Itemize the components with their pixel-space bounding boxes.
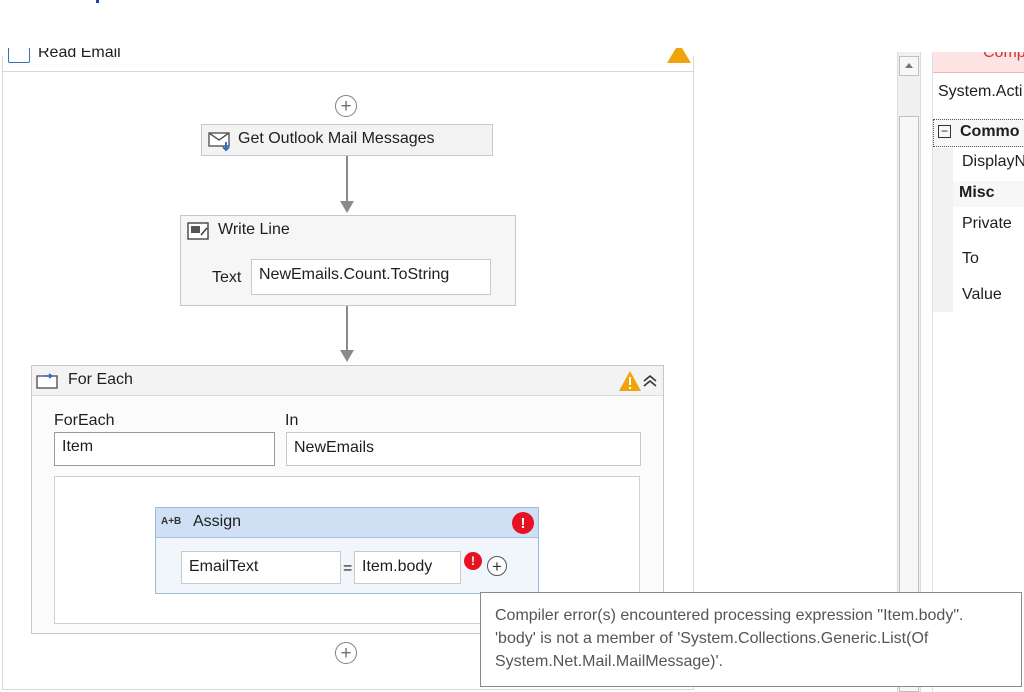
connector-line <box>346 156 348 202</box>
get-outlook-title: Get Outlook Mail Messages <box>238 130 435 147</box>
sequence-header[interactable]: Read Email <box>2 42 694 72</box>
for-each-header <box>32 366 663 396</box>
in-collection-field[interactable]: NewEmails <box>286 432 641 466</box>
canvas-artifact-2 <box>96 0 99 3</box>
collapse-common-icon[interactable]: − <box>938 125 951 138</box>
write-line-text-label: Text <box>212 269 242 286</box>
property-type-name: System.Acti <box>938 83 1023 100</box>
property-private[interactable]: Private <box>962 215 1012 232</box>
write-line-text-field[interactable]: NewEmails.Count.ToString <box>251 259 491 295</box>
expression-editor-button[interactable]: + <box>487 556 507 576</box>
assign-icon: A+B <box>161 516 182 527</box>
property-grid-divider <box>933 148 953 312</box>
write-line-activity[interactable]: Write Line Text NewEmails.Count.ToString <box>180 215 516 306</box>
tooltip-line-3: System.Net.Mail.MailMessage)'. <box>495 653 723 670</box>
chevron-up-icon <box>905 63 913 68</box>
category-common-row[interactable]: − Commo <box>933 119 1024 147</box>
header-mask <box>0 0 694 48</box>
for-each-title: For Each <box>68 371 133 388</box>
assign-activity[interactable]: A+B Assign ! EmailText = Item.body ! + <box>155 507 539 594</box>
assign-title: Assign <box>193 513 242 530</box>
connector-arrow <box>340 201 354 213</box>
properties-header: Comp <box>933 52 1024 73</box>
assign-equals: = <box>343 560 353 577</box>
property-value[interactable]: Value <box>962 286 1002 303</box>
for-each-icon <box>36 373 58 389</box>
assign-to-field[interactable]: EmailText <box>181 551 341 584</box>
tooltip-line-2: 'body' is not a member of 'System.Collec… <box>495 630 929 647</box>
properties-panel: Comp System.Acti − Commo DisplayN − Misc… <box>932 52 1024 692</box>
sequence-title: Read Email <box>38 44 121 61</box>
foreach-label: ForEach <box>54 412 115 429</box>
error-icon[interactable]: ! <box>512 512 534 534</box>
sequence-container <box>2 56 694 690</box>
connector-line <box>346 306 348 351</box>
foreach-item-field[interactable]: Item <box>54 432 275 466</box>
category-misc: Misc <box>959 184 995 201</box>
write-line-title: Write Line <box>218 221 290 238</box>
mail-icon <box>208 132 230 152</box>
add-activity-button[interactable]: + <box>335 642 357 664</box>
write-line-icon <box>187 222 209 240</box>
warning-icon[interactable] <box>618 370 642 392</box>
sequence-icon <box>8 47 30 63</box>
connector-arrow <box>340 350 354 362</box>
properties-header-text: Comp <box>983 52 1024 61</box>
category-common: Commo <box>960 123 1020 140</box>
value-error-icon[interactable]: ! <box>464 552 482 570</box>
add-activity-button[interactable]: + <box>335 95 357 117</box>
warning-icon[interactable] <box>666 42 692 64</box>
assign-value-field[interactable]: Item.body <box>354 551 461 584</box>
tooltip-line-1: Compiler error(s) encountered processing… <box>495 607 964 624</box>
scroll-up-button[interactable] <box>899 56 919 76</box>
assign-header <box>156 508 538 538</box>
get-outlook-mail-activity[interactable]: Get Outlook Mail Messages <box>201 124 493 156</box>
property-to[interactable]: To <box>962 250 979 267</box>
in-label: In <box>285 412 299 429</box>
property-displayname[interactable]: DisplayN <box>962 153 1024 170</box>
error-tooltip: Compiler error(s) encountered processing… <box>480 592 1022 687</box>
collapse-icon[interactable] <box>642 373 658 389</box>
